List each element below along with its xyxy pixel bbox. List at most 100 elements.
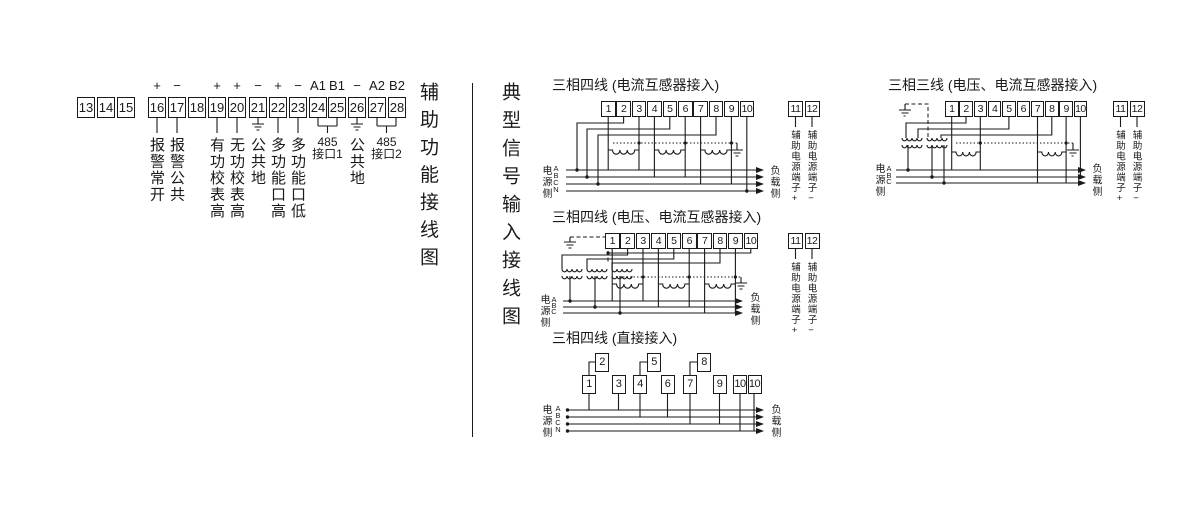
d3-phase-b: B xyxy=(555,411,561,420)
aux-terminal-13: 13 xyxy=(77,97,95,118)
d3-phase-n: N xyxy=(555,425,561,434)
d2-terminal-2: 2 xyxy=(620,233,635,249)
d4-terminal-3: 3 xyxy=(973,101,988,117)
d4-terminal-4: 4 xyxy=(987,101,1002,117)
aux-section-title: 辅助功能接线图 xyxy=(417,82,438,275)
d3-terminal-9: 9 xyxy=(712,375,727,394)
aux-label-20: 无功校表高 xyxy=(228,137,245,220)
d2-terminal-5: 5 xyxy=(666,233,682,249)
d3-terminal-4: 4 xyxy=(633,375,647,394)
aux-terminal-22: 22 xyxy=(269,97,287,118)
aux-terminal-wiring xyxy=(156,118,397,133)
d1-phase-n: N xyxy=(553,185,559,194)
d1-phase-c: C xyxy=(553,178,559,187)
d4-aux-power-plus-label: 辅助电源端子+ xyxy=(1114,130,1125,205)
d4-terminal-7: 7 xyxy=(1030,101,1045,117)
d4-terminal-5: 5 xyxy=(1002,101,1016,117)
d1-wiring xyxy=(566,117,813,194)
aux-sign-25: B1 xyxy=(329,78,345,93)
d2-terminal-12: 12 xyxy=(804,233,820,249)
aux-sign-16: + xyxy=(153,78,161,93)
d4-title: 三相三线 (电压、电流互感器接入) xyxy=(888,77,1098,93)
d1-terminal-10: 10 xyxy=(739,101,755,117)
aux-label-23: 多功能口低 xyxy=(289,137,306,220)
d2-phase-c: C xyxy=(551,307,557,316)
d4-terminal-8: 8 xyxy=(1045,101,1059,117)
signal-section-title: 典型信号输入接线图 xyxy=(499,82,520,334)
d1-phase-b: B xyxy=(553,171,559,180)
aux-terminal-25: 25 xyxy=(328,97,346,118)
d3-load-side-label: 负载侧 xyxy=(769,404,780,439)
d3-wiring xyxy=(565,361,764,434)
d1-terminal-6: 6 xyxy=(678,101,693,117)
d4-source-side-label: 电源侧 xyxy=(873,163,884,198)
d1-aux-power-plus-label: 辅助电源端子+ xyxy=(789,130,800,205)
d4-wiring xyxy=(896,103,1138,186)
d1-terminal-12: 12 xyxy=(804,101,820,117)
d1-phase-a: A xyxy=(553,164,559,173)
d2-terminal-3: 3 xyxy=(635,233,651,249)
aux-terminal-14: 14 xyxy=(97,97,115,118)
d2-terminal-11: 11 xyxy=(788,233,803,249)
d1-terminal-4: 4 xyxy=(647,101,662,117)
d2-terminal-8: 8 xyxy=(712,233,728,249)
d3-terminal-10a: 10 xyxy=(733,375,747,394)
aux-port1-line2: 接口1 xyxy=(312,147,343,161)
aux-sign-17: − xyxy=(173,78,181,93)
aux-terminal-16: 16 xyxy=(148,97,166,118)
section-divider xyxy=(472,83,474,437)
d1-source-side-label: 电源侧 xyxy=(540,165,551,200)
aux-terminal-15: 15 xyxy=(117,97,135,118)
d3-phase-c: C xyxy=(555,418,561,427)
d2-phase-a: A xyxy=(551,295,557,304)
d1-aux-power-minus-label: 辅助电源端子− xyxy=(805,130,817,205)
aux-sign-27: A2 xyxy=(369,78,385,93)
d4-phase-c: C xyxy=(886,177,892,186)
aux-label-17: 报警公共 xyxy=(168,137,185,203)
d3-terminal-2: 2 xyxy=(595,353,609,372)
aux-port2-line2: 接口2 xyxy=(371,147,402,161)
aux-label-21: 公共地 xyxy=(249,137,266,187)
d4-terminal-1: 1 xyxy=(945,101,959,117)
d2-junction-dots xyxy=(568,251,743,316)
aux-sign-19: + xyxy=(213,78,221,93)
aux-port1-line1: 485 xyxy=(317,135,338,149)
d1-terminal-3: 3 xyxy=(631,101,647,117)
d2-aux-power-plus-label: 辅助电源端子+ xyxy=(789,262,800,337)
d2-terminal-1: 1 xyxy=(605,233,620,249)
d3-junction-dots xyxy=(565,407,764,434)
aux-terminal-21: 21 xyxy=(249,97,267,118)
aux-port2-line1: 485 xyxy=(376,135,397,149)
aux-terminal-19: 19 xyxy=(208,97,226,118)
aux-terminal-18: 18 xyxy=(188,97,206,118)
aux-sign-20: + xyxy=(233,78,241,93)
d4-terminal-12: 12 xyxy=(1129,101,1145,117)
d2-phase-b: B xyxy=(551,301,557,310)
aux-terminal-28: 28 xyxy=(388,97,406,118)
aux-sign-23: − xyxy=(294,78,302,93)
aux-label-16: 报警常开 xyxy=(148,137,165,203)
d3-terminal-6: 6 xyxy=(660,375,675,394)
d1-load-side-label: 负载侧 xyxy=(768,165,779,200)
aux-terminal-24: 24 xyxy=(309,97,327,118)
aux-label-26: 公共地 xyxy=(348,137,365,187)
d4-terminal-2: 2 xyxy=(959,101,973,117)
d2-terminal-7: 7 xyxy=(697,233,712,249)
aux-terminal-17: 17 xyxy=(168,97,186,118)
d2-terminal-10: 10 xyxy=(743,233,759,249)
aux-terminal-26: 26 xyxy=(348,97,366,118)
aux-terminal-20: 20 xyxy=(228,97,246,118)
aux-sign-28: B2 xyxy=(389,78,405,93)
d1-terminal-9: 9 xyxy=(724,101,739,117)
d4-terminal-9: 9 xyxy=(1059,101,1073,117)
d3-terminal-3: 3 xyxy=(611,375,626,394)
d3-title: 三相四线 (直接接入) xyxy=(552,330,678,346)
d3-terminal-1: 1 xyxy=(582,375,596,394)
d2-terminal-4: 4 xyxy=(651,233,666,249)
aux-sign-22: + xyxy=(274,78,282,93)
aux-sign-26: − xyxy=(353,78,361,93)
d4-terminal-10: 10 xyxy=(1073,101,1088,117)
d4-phase-b: B xyxy=(886,171,892,180)
